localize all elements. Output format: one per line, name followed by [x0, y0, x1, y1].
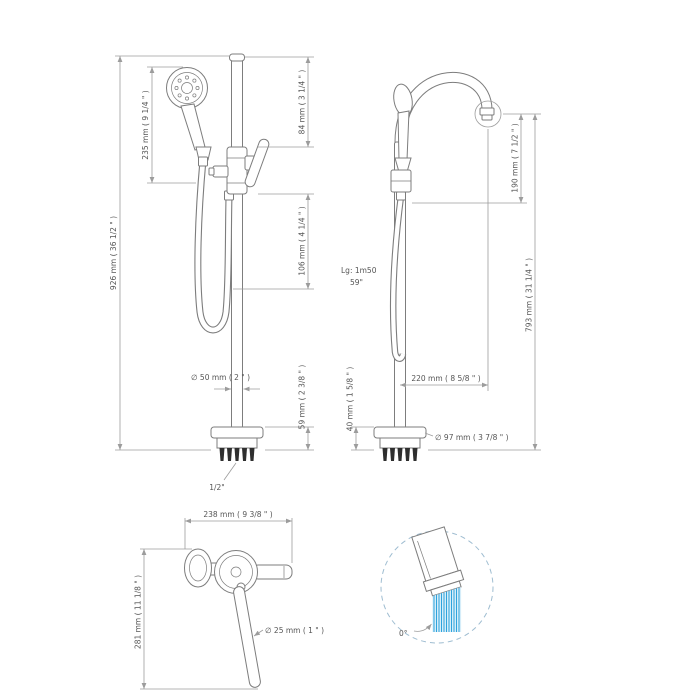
dim-stream-angle: 0° [399, 629, 408, 638]
hose-nut-top [198, 156, 208, 167]
side-view-dimensions: 190 mm ( 7 1/2 " ) 793 mm ( 31 1/4 " ) L… [341, 113, 541, 451]
mixer-body-side [390, 169, 412, 193]
mixer-lever [244, 138, 270, 188]
floor-base-side [373, 426, 427, 461]
hand-shower-front [166, 67, 212, 161]
dim-overall-depth: 281 mm ( 11 1/8 " ) [134, 575, 143, 649]
dim-spout-height: 793 mm ( 31 1/4 " ) [525, 258, 534, 332]
column-top-cap [229, 53, 245, 62]
gooseneck-spout [394, 71, 502, 147]
front-view: 926 mm ( 36 1/2 " ) 235 mm ( 9 1/4 " ) 8… [109, 53, 314, 492]
mounting-bolt [405, 448, 410, 461]
shower-hose-front [194, 156, 234, 334]
dim-inlet-connection: 1/2" [209, 483, 225, 492]
mounting-bolt [249, 448, 255, 461]
mounting-bolt [227, 448, 232, 461]
hose-nut-side [396, 191, 406, 201]
dim-column-diameter: ∅ 50 mm ( 2 " ) [191, 373, 250, 382]
dim-handle-diameter: ∅ 25 mm ( 1 " ) [265, 626, 324, 635]
dim-handle-to-hose: 106 mm ( 4 1/4 " ) [298, 206, 307, 275]
mounting-bolt [382, 448, 388, 461]
dim-handshower-height: 235 mm ( 9 1/4 " ) [141, 90, 150, 159]
dim-overall-height: 926 mm ( 36 1/2 " ) [109, 216, 118, 290]
top-view: 238 mm ( 9 3/8 " ) 281 mm ( 11 1/8 " ) ∅… [134, 510, 324, 690]
shower-handle [180, 103, 206, 151]
dim-overall-width: 238 mm ( 9 3/8 " ) [203, 510, 272, 519]
mounting-bolt [390, 448, 395, 461]
dim-spout-drop: 190 mm ( 7 1/2 " ) [511, 123, 520, 192]
hand-shower-side [393, 83, 413, 173]
mounting-bolt [412, 448, 418, 461]
diverter-knob [212, 165, 229, 178]
dim-top-to-handle: 84 mm ( 3 1/4 " ) [298, 70, 307, 135]
front-view-dimensions: 926 mm ( 36 1/2 " ) 235 mm ( 9 1/4 " ) 8… [109, 55, 314, 492]
dim-base-height-front: 59 mm ( 2 3/8 " ) [298, 365, 307, 430]
shower-handle-side [397, 110, 410, 161]
spout-aerator [481, 114, 493, 121]
top-view-body [184, 548, 293, 688]
shower-hose-side [389, 191, 407, 362]
mixer-body-front [208, 138, 270, 195]
spout-tip-flange [479, 107, 495, 116]
stream-angle-annotation: 0° [399, 623, 432, 638]
top-view-dimensions: 238 mm ( 9 3/8 " ) 281 mm ( 11 1/8 " ) ∅… [134, 510, 324, 690]
shower-head-top-view [184, 548, 212, 588]
detail-callout-circle [474, 100, 502, 128]
detail-view: 0° [380, 526, 494, 644]
spout-flange-detail [422, 569, 465, 593]
side-view: 190 mm ( 7 1/2 " ) 793 mm ( 31 1/4 " ) L… [341, 71, 541, 461]
dim-base-height-side: 40 mm ( 1 5/8 " ) [346, 367, 355, 432]
label-hose-length-metric: Lg: 1m50 [341, 266, 377, 275]
mounting-bolt [397, 448, 403, 461]
mounting-bolt [242, 448, 247, 461]
dim-spout-reach: 220 mm ( 8 5/8 " ) [411, 374, 480, 383]
lever-top-view [233, 586, 261, 688]
mounting-bolt [234, 448, 240, 461]
shower-head [166, 67, 208, 109]
floor-base-front [210, 426, 264, 461]
dim-base-diameter: ∅ 97 mm ( 3 7/8 " ) [435, 433, 509, 442]
label-hose-length-imperial: 59" [350, 278, 363, 287]
spout-tip-detail [411, 526, 465, 597]
mounting-bolt [219, 448, 225, 461]
spout-aerator-detail [430, 580, 462, 597]
